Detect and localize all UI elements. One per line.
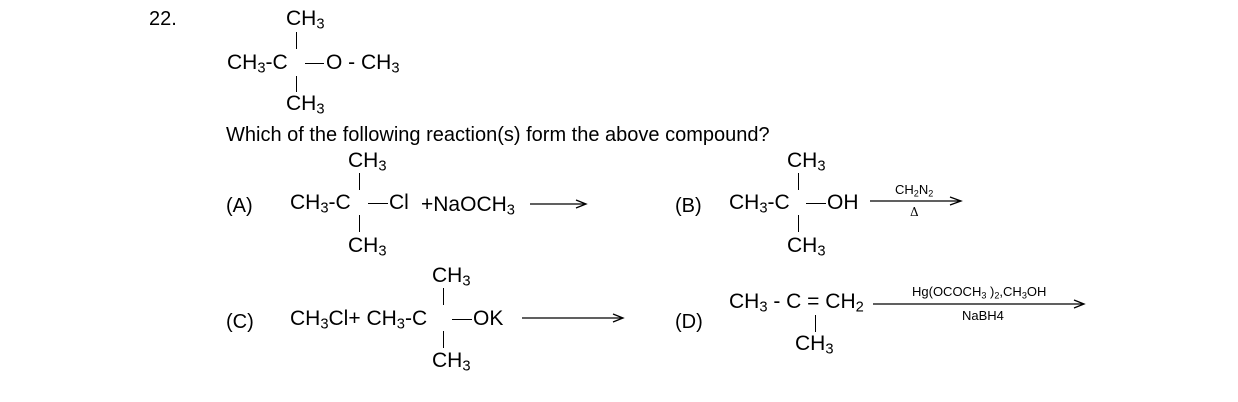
option-d-arrow-bottom: NaBH4 <box>962 308 1004 323</box>
option-a-bottom-bond <box>359 215 360 232</box>
option-d-bottom-methyl: CH3 <box>795 332 834 358</box>
option-d-chain: CH3 - C = CH2 <box>729 290 864 316</box>
option-d-label: (D) <box>675 311 703 333</box>
option-c-top-bond <box>443 288 444 305</box>
option-b-right-group: OH <box>827 191 859 214</box>
option-c-right-group: OK <box>473 307 504 330</box>
option-c-right-bond <box>452 319 472 320</box>
option-c-left-chain: CH3Cl+ CH3-C <box>290 307 428 333</box>
question-stem: Which of the following reaction(s) form … <box>226 124 770 146</box>
option-b-arrow-top: CH2N2 <box>895 182 934 199</box>
option-a-right-bond <box>368 203 388 204</box>
option-b-right-bond <box>806 203 826 204</box>
option-a-bottom-methyl: CH3 <box>348 234 387 260</box>
option-d-bottom-bond <box>815 315 816 332</box>
compound-left-chain: CH3-C <box>227 51 288 77</box>
compound-right-bond <box>305 63 324 64</box>
option-a-right-group: Cl <box>389 191 409 214</box>
option-c-bottom-methyl: CH3 <box>432 349 471 375</box>
option-a-arrow <box>530 199 588 209</box>
compound-top-bond <box>296 32 297 49</box>
option-b-bottom-bond <box>798 215 799 232</box>
option-a-top-methyl: CH3 <box>348 149 387 175</box>
option-d-arrow <box>873 299 1086 309</box>
option-c-label: (C) <box>226 311 254 333</box>
option-b-arrow <box>870 196 963 206</box>
option-b-left-chain: CH3-C <box>729 191 790 217</box>
option-c-arrow <box>522 313 625 323</box>
option-c-top-methyl: CH3 <box>432 264 471 290</box>
compound-bottom-bond <box>296 76 297 92</box>
option-b-top-bond <box>798 173 799 190</box>
compound-bottom-methyl: CH3 <box>286 92 325 118</box>
compound-top-methyl: CH3 <box>286 7 325 33</box>
option-b-bottom-methyl: CH3 <box>787 234 826 260</box>
option-c-bottom-bond <box>443 331 444 348</box>
option-a-top-bond <box>359 173 360 190</box>
option-b-top-methyl: CH3 <box>787 149 826 175</box>
compound-right-group: O - CH3 <box>326 51 400 77</box>
question-number: 22. <box>149 8 177 30</box>
option-a-reagent: +NaOCH3 <box>421 193 515 219</box>
option-d-arrow-top: Hg(OCOCH3 )2,CH3OH <box>912 284 1047 301</box>
option-a-left-chain: CH3-C <box>290 191 351 217</box>
option-b-label: (B) <box>675 195 702 217</box>
option-a-label: (A) <box>226 195 253 217</box>
option-b-arrow-bottom: Δ <box>910 205 919 219</box>
